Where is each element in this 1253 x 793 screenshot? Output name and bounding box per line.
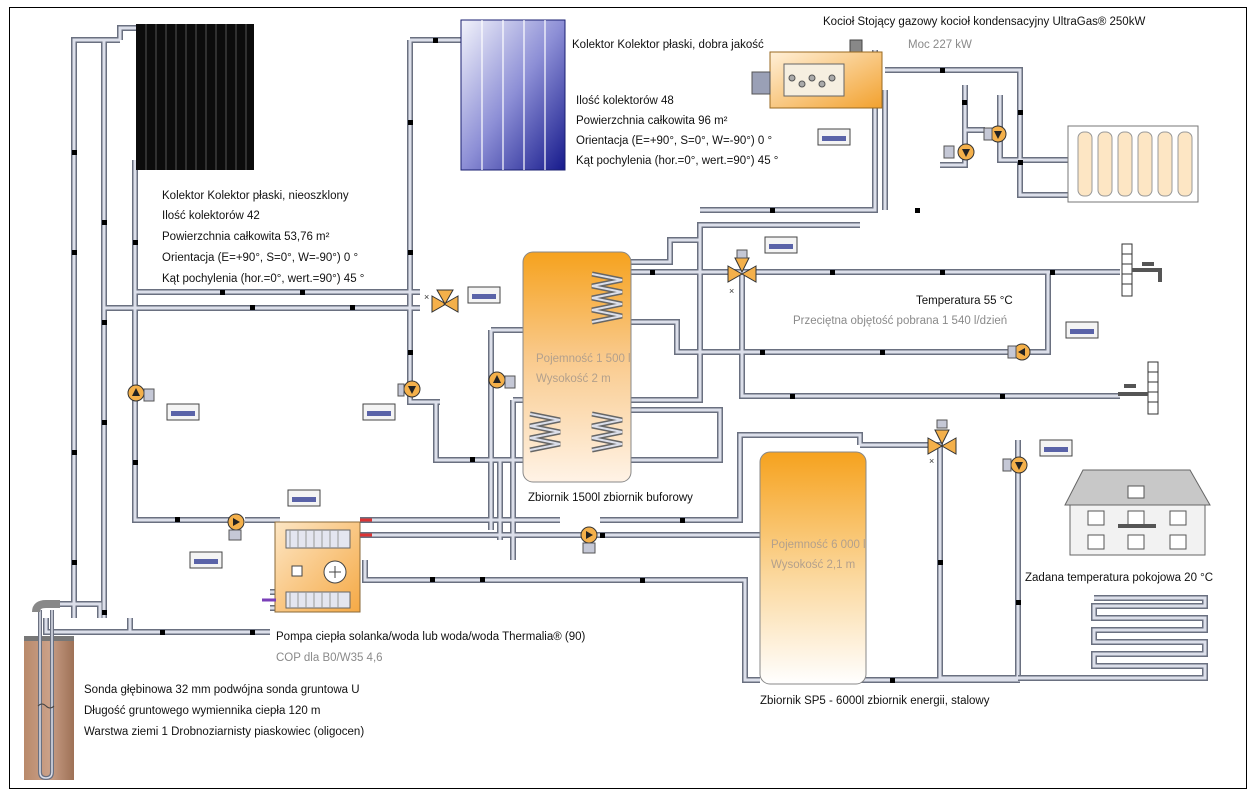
unglazed-collector-count: Ilość kolektorów 42	[162, 210, 260, 222]
hot-water-consumption: Przeciętna objętość pobrana 1 540 l/dzie…	[793, 315, 1008, 327]
pipe-network	[43, 25, 1120, 683]
flat-collector	[460, 19, 566, 171]
energy-tank-capacity: Pojemność 6 000 l	[771, 539, 866, 551]
circulation-pump	[227, 513, 245, 541]
energy-tank-6000	[759, 451, 867, 685]
circulation-pump	[397, 380, 421, 398]
hot-water-tap	[1121, 243, 1162, 297]
ground-probe-layer: Warstwa ziemi 1 Drobnoziarnisty piaskowi…	[84, 726, 365, 738]
unglazed-collector-name: Kolektor Kolektor płaski, nieoszklony	[162, 190, 349, 202]
buffer-tank-height: Wysokość 2 m	[536, 373, 611, 385]
floor-heating	[1018, 595, 1208, 681]
heat-pump-cop: COP dla B0/W35 4,6	[276, 652, 383, 664]
circulation-pump	[580, 526, 598, 554]
circulation-pump	[488, 371, 516, 389]
unglazed-collector-orientation: Orientacja (E=+90°, S=0°, W=-90°) 0 °	[162, 252, 359, 264]
mixing-valve: ×	[927, 419, 957, 466]
ground-probe	[24, 600, 74, 781]
boiler-name: Kocioł Stojący gazowy kocioł kondensacyj…	[823, 16, 1146, 28]
unglazed-collector-tilt: Kąt pochylenia (hor.=0°, wert.=90°) 45 °	[162, 273, 365, 285]
flat-collector-name: Kolektor Kolektor płaski, dobra jakość	[572, 39, 764, 51]
flat-collector-orientation: Orientacja (E=+90°, S=0°, W=-90°) 0 °	[576, 135, 773, 147]
diagram-frame	[9, 7, 1247, 789]
ground-probe-length: Długość gruntowego wymiennika ciepła 120…	[84, 705, 321, 717]
boiler-power: Moc 227 kW	[908, 39, 972, 51]
energy-tank-name: Zbiornik SP5 - 6000l zbiornik energii, s…	[760, 695, 990, 707]
buffer-tank-1500	[522, 251, 632, 483]
pipe-joints	[72, 38, 1055, 683]
circulation-pump	[1007, 343, 1031, 361]
gas-boiler	[751, 39, 883, 109]
svg-text:×: ×	[929, 456, 934, 466]
heat-pump	[262, 518, 372, 613]
room-setpoint: Zadana temperatura pokojowa 20 °C	[1025, 572, 1214, 584]
circulation-pump	[127, 384, 155, 402]
unglazed-collector-area: Powierzchnia całkowita 53,76 m²	[162, 231, 330, 243]
svg-text:×: ×	[424, 292, 429, 302]
flat-collector-area: Powierzchnia całkowita 96 m²	[576, 115, 728, 127]
mixing-valve: ×	[424, 289, 459, 313]
unglazed-collector	[136, 24, 254, 170]
energy-tank-height: Wysokość 2,1 m	[771, 559, 856, 571]
ground-probe-name: Sonda głębinowa 32 mm podwójna sonda gru…	[84, 684, 360, 696]
hot-water-temperature: Temperatura 55 °C	[916, 295, 1013, 307]
cold-water-tap	[1118, 361, 1159, 415]
house	[1064, 469, 1211, 556]
flat-collector-count: Ilość kolektorów 48	[576, 95, 674, 107]
controller-display	[171, 136, 1094, 564]
buffer-tank-name: Zbiornik 1500l zbiornik buforowy	[528, 492, 693, 504]
circulation-pump	[983, 125, 1007, 143]
svg-text:×: ×	[729, 286, 734, 296]
heat-pump-name: Pompa ciepła solanka/woda lub woda/woda …	[276, 631, 586, 643]
circulation-pump	[943, 143, 975, 161]
flat-collector-tilt: Kąt pochylenia (hor.=0°, wert.=90°) 45 °	[576, 155, 779, 167]
buffer-tank-capacity: Pojemność 1 500 l	[536, 353, 631, 365]
mixing-valve: ×	[727, 249, 757, 296]
radiator	[1067, 125, 1199, 203]
circulation-pump	[1002, 456, 1028, 474]
